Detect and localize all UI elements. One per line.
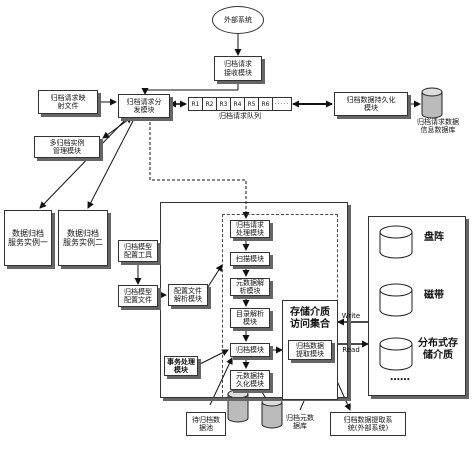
tape-label: 磁带 <box>424 290 444 301</box>
distributed-storage-cylinder-icon <box>379 337 413 371</box>
metadata-persist-module: 元数据持 久化模块 <box>230 370 270 390</box>
queue-item: R6 <box>259 98 273 110</box>
directory-parse-module: 目录解析 模块 <box>230 308 270 328</box>
arrow-dispatch-modules <box>149 117 250 219</box>
module-label: 归档模块 <box>236 345 264 354</box>
model-tool-node: 归档模型 配置工具 <box>118 240 158 262</box>
mapping-file-label: 归档请求映 射文件 <box>50 93 86 110</box>
metadata-db-label: 归档元数 据库 <box>286 414 314 431</box>
service-instance-2: 数据归档 服务实例二 <box>58 210 108 266</box>
queue-item: R3 <box>217 98 231 110</box>
service-instance-2-label: 数据归档 服务实例二 <box>63 228 103 247</box>
disk-array-label: 盘阵 <box>424 232 444 243</box>
media-ellipsis: …… <box>390 372 410 383</box>
info-db-cylinder-icon <box>421 87 443 119</box>
metadata-db-cylinder-icon <box>261 397 283 429</box>
info-db-label: 归档请求数据 信息数据库 <box>417 118 459 135</box>
disk-array-cylinder-icon <box>379 225 413 259</box>
arrow-parse-modules <box>205 264 223 291</box>
external-system-label: 外部系统 <box>224 15 252 24</box>
module-label: 元数据解 析模块 <box>236 278 264 295</box>
model-file-node: 归档模型 配置文件 <box>118 285 158 307</box>
read-label: Read <box>342 346 360 354</box>
config-parse-module: 配置文件 解析模块 <box>168 284 208 306</box>
queue-item: R5 <box>245 98 259 110</box>
queue-label: 归档请求队列 <box>219 112 261 120</box>
model-file-label: 归档模型 配置文件 <box>124 287 152 304</box>
extract-system-node: 归档数据提取系 统(外部系统) <box>330 412 406 436</box>
request-receive-label: 归档请求 接收模块 <box>224 60 252 77</box>
persist-label: 归档数据持久化 模块 <box>346 95 396 112</box>
queue-item: R2 <box>203 98 217 110</box>
request-receive-module: 归档请求 接收模块 <box>214 56 262 81</box>
extract-module: 归档数据 提取模块 <box>288 340 332 360</box>
data-pool-node: 待归档数 据池 <box>186 412 226 436</box>
scan-module: 扫描模块 <box>230 252 270 266</box>
module-label: 归档请求 处理模块 <box>236 220 264 237</box>
extract-module-label: 归档数据 提取模块 <box>296 341 324 358</box>
transaction-module: 事务处理 模块 <box>164 356 198 376</box>
write-label: Write <box>341 312 361 320</box>
service-instance-1-label: 数据归档 服务实例一 <box>8 228 48 247</box>
external-system-node: 外部系统 <box>212 6 264 34</box>
service-instance-1: 数据归档 服务实例一 <box>4 210 52 266</box>
request-queue: R1 R2 R3 R4 R5 R6 ····· <box>188 97 292 111</box>
transaction-label: 事务处理 模块 <box>167 357 195 374</box>
archive-module: 归档模块 <box>230 343 270 357</box>
storage-media-frame <box>368 216 466 396</box>
instance-mgmt-label: 多归档实例 管理模块 <box>49 138 85 155</box>
arrow-dispatch-service1 <box>39 116 129 209</box>
dispatch-module: 归档请求分 发模块 <box>118 94 170 118</box>
tape-cylinder-icon <box>379 283 413 317</box>
arrow-dispatch-service2 <box>87 116 136 209</box>
data-pool-cylinder-icon <box>227 389 249 423</box>
queue-item: R4 <box>231 98 245 110</box>
module-label: 扫描模块 <box>236 254 264 263</box>
extract-system-label: 归档数据提取系 统(外部系统) <box>343 415 393 432</box>
module-label: 元数据持 久化模块 <box>236 371 264 388</box>
storage-access-set-label: 存储介质 访问集合 <box>290 307 330 330</box>
distributed-storage-label: 分布式存 储介质 <box>418 338 458 361</box>
queue-item: R1 <box>189 98 203 110</box>
request-processing-module: 归档请求 处理模块 <box>230 220 270 238</box>
mapping-file-node: 归档请求映 射文件 <box>38 90 98 114</box>
module-label: 目录解析 模块 <box>236 309 264 326</box>
config-parse-label: 配置文件 解析模块 <box>174 286 202 303</box>
metadata-parse-module: 元数据解 析模块 <box>230 278 270 296</box>
instance-mgmt-module: 多归档实例 管理模块 <box>34 136 100 158</box>
data-pool-label: 待归档数 据池 <box>192 415 220 432</box>
persist-module: 归档数据持久化 模块 <box>334 92 408 116</box>
dispatch-label: 归档请求分 发模块 <box>126 97 162 114</box>
model-tool-label: 归档模型 配置工具 <box>124 242 152 259</box>
queue-more-dots-icon: ····· <box>274 100 290 108</box>
